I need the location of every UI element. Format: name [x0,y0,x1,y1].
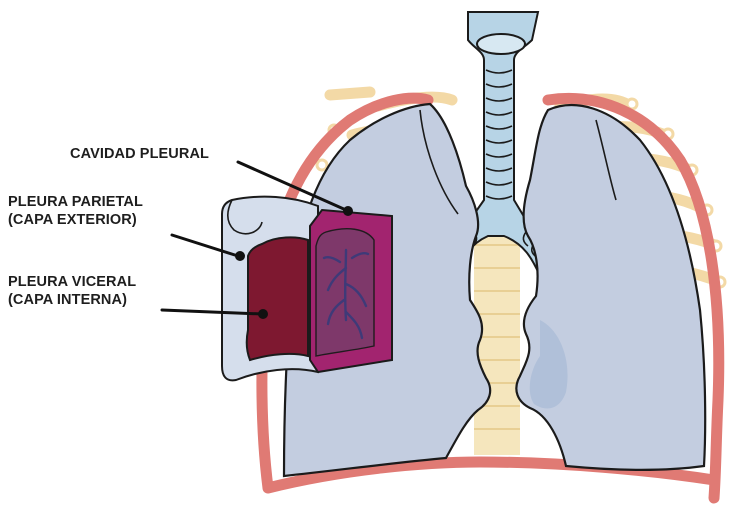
label-cavidad-pleural-text: CAVIDAD PLEURAL [70,145,209,163]
label-pleura-viceral-line2: (CAPA INTERNA) [8,291,136,309]
label-pleura-viceral-line1: PLEURA VICERAL [8,273,136,291]
label-pleura-viceral: PLEURA VICERAL (CAPA INTERNA) [8,273,136,309]
label-pleura-parietal-line1: PLEURA PARIETAL [8,193,143,211]
label-pleura-parietal-line2: (CAPA EXTERIOR) [8,211,143,229]
label-cavidad-pleural: CAVIDAD PLEURAL [70,145,209,163]
label-pleura-parietal: PLEURA PARIETAL (CAPA EXTERIOR) [8,193,143,229]
visceral-pleura [247,237,308,360]
